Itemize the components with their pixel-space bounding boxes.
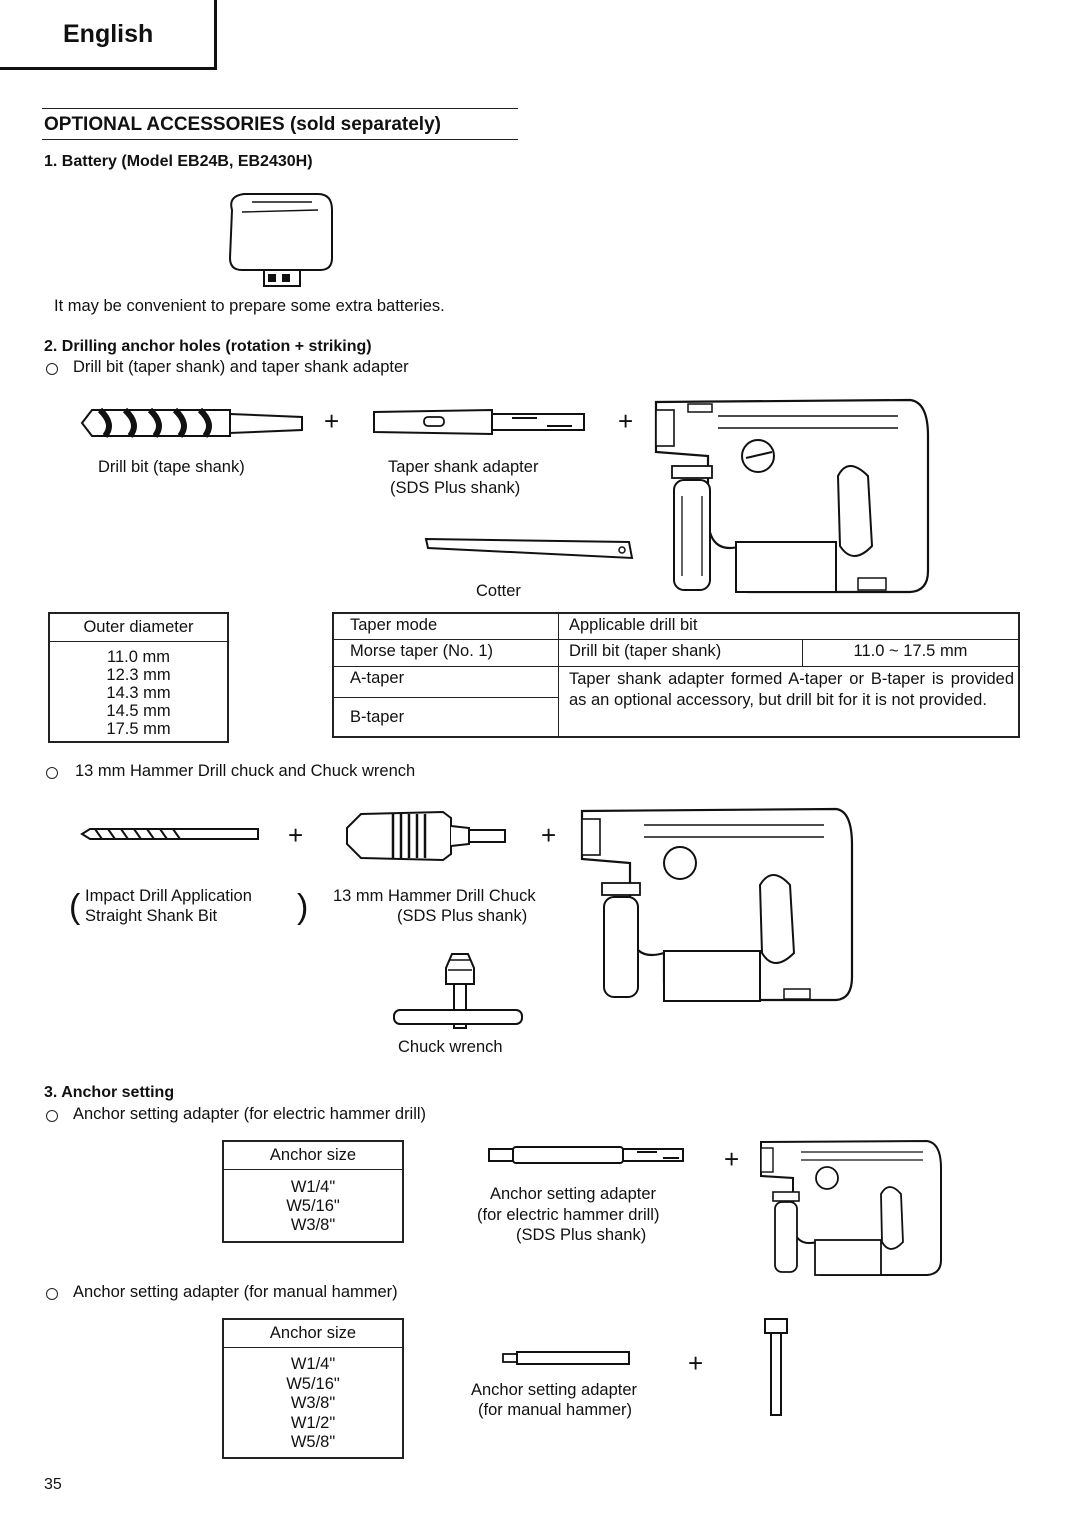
- anchor-size-values: W1/4" W5/16" W3/8" W1/2" W5/8": [222, 1347, 404, 1458]
- anchor-size-value: W5/16": [286, 1197, 340, 1215]
- caption-drill-bit: Drill bit (tape shank): [98, 458, 245, 476]
- drill-bit-taper-illustration: [80, 407, 303, 438]
- anchor-size-value: W5/8": [290, 1433, 336, 1451]
- straight-shank-bit-illustration: [80, 828, 259, 840]
- hammer-drill-illustration: [654, 398, 930, 594]
- anchor-size-value: W3/8": [290, 1394, 336, 1412]
- taper-cell: A-taper: [332, 666, 559, 699]
- range-cell: 11.0 ~ 17.5 mm: [802, 639, 1020, 668]
- taper-cell: Morse taper (No. 1): [332, 639, 559, 668]
- battery-illustration: [228, 193, 333, 287]
- caption-cotter: Cotter: [476, 582, 521, 600]
- outer-diameter-value: 17.5 mm: [106, 720, 171, 738]
- item2-option2: 13 mm Hammer Drill chuck and Chuck wrenc…: [75, 762, 416, 780]
- anchor-size-header: Anchor size: [222, 1318, 404, 1348]
- outer-diameter-value: 14.5 mm: [106, 702, 171, 720]
- item2-heading: 2. Drilling anchor holes (rotation + str…: [44, 338, 372, 355]
- plus-sign: +: [541, 820, 557, 850]
- language-tab: English: [0, 0, 217, 70]
- caption-anchor-manual-1: Anchor setting adapter: [471, 1381, 638, 1399]
- anchor-size-header: Anchor size: [222, 1140, 404, 1170]
- item3-option2: Anchor setting adapter (for manual hamme…: [73, 1283, 398, 1301]
- caption-anchor-electric-1: Anchor setting adapter: [490, 1185, 657, 1203]
- anchor-size-values: W1/4" W5/16" W3/8": [222, 1169, 404, 1243]
- chuck-wrench-illustration: [393, 953, 523, 1029]
- manual-hammer-illustration: [764, 1318, 788, 1416]
- item3-heading: 3. Anchor setting: [44, 1084, 175, 1101]
- plus-sign: +: [618, 406, 634, 436]
- bullet-circle-icon: [46, 1288, 58, 1300]
- right-paren: ): [297, 888, 309, 926]
- caption-impact-2: Straight Shank Bit: [85, 907, 218, 925]
- language-label: English: [63, 20, 154, 48]
- left-paren: (: [69, 888, 81, 926]
- title-top-rule: [42, 108, 518, 109]
- caption-impact-1: Impact Drill Application: [85, 887, 252, 905]
- title-bottom-rule: [42, 139, 518, 140]
- anchor-size-table-1: Anchor size W1/4" W5/16" W3/8": [222, 1140, 404, 1243]
- taper-col-header: Taper mode: [332, 612, 559, 641]
- hammer-drill-illustration: [760, 1139, 942, 1276]
- outer-diameter-values: 11.0 mm 12.3 mm 14.3 mm 14.5 mm 17.5 mm: [48, 641, 229, 743]
- anchor-adapter-electric-illustration: [488, 1146, 684, 1164]
- drill-cell: Drill bit (taper shank): [558, 639, 803, 668]
- plus-sign: +: [724, 1144, 740, 1174]
- note-cell: Taper shank adapter formed A-taper or B-…: [558, 666, 1020, 738]
- caption-chuck-2: (SDS Plus shank): [397, 907, 528, 925]
- cotter-illustration: [424, 537, 634, 560]
- caption-anchor-electric-2: (for electric hammer drill): [477, 1206, 660, 1224]
- item3-option1: Anchor setting adapter (for electric ham…: [73, 1105, 427, 1123]
- plus-sign: +: [324, 406, 340, 436]
- anchor-size-value: W3/8": [290, 1216, 336, 1234]
- plus-sign: +: [288, 820, 304, 850]
- bullet-circle-icon: [46, 767, 58, 779]
- outer-diameter-value: 14.3 mm: [106, 684, 171, 702]
- item2-option1: Drill bit (taper shank) and taper shank …: [73, 358, 409, 376]
- anchor-adapter-manual-illustration: [502, 1351, 630, 1365]
- caption-anchor-manual-2: (for manual hammer): [478, 1401, 633, 1419]
- taper-shank-adapter-illustration: [373, 408, 585, 436]
- anchor-size-value: W1/2": [290, 1413, 336, 1432]
- bullet-circle-icon: [46, 1110, 58, 1122]
- taper-mode-table: Taper mode Applicable drill bit Morse ta…: [332, 612, 1020, 738]
- bullet-circle-icon: [46, 363, 58, 375]
- plus-sign: +: [688, 1348, 704, 1378]
- page-number: 35: [44, 1476, 62, 1493]
- anchor-size-value: W1/4": [290, 1178, 336, 1196]
- outer-diameter-value: 11.0 mm: [107, 648, 170, 666]
- outer-diameter-header: Outer diameter: [48, 612, 229, 642]
- outer-diameter-value: 12.3 mm: [106, 666, 171, 684]
- section-title: OPTIONAL ACCESSORIES (sold separately): [44, 114, 441, 135]
- drill-col-header: Applicable drill bit: [558, 612, 1020, 641]
- hammer-drill-chuck-illustration: [346, 810, 506, 862]
- taper-cell: B-taper: [332, 697, 559, 738]
- caption-chuck-1: 13 mm Hammer Drill Chuck: [333, 887, 536, 905]
- item1-heading: 1. Battery (Model EB24B, EB2430H): [44, 153, 313, 170]
- caption-wrench: Chuck wrench: [398, 1038, 503, 1056]
- anchor-size-value: W5/16": [286, 1374, 340, 1393]
- caption-adapter-2: (SDS Plus shank): [390, 479, 521, 497]
- anchor-size-value: W1/4": [290, 1355, 336, 1373]
- item1-note: It may be convenient to prepare some ext…: [54, 297, 445, 315]
- anchor-size-table-2: Anchor size W1/4" W5/16" W3/8" W1/2" W5/…: [222, 1318, 404, 1459]
- hammer-drill-illustration: [580, 807, 854, 1002]
- outer-diameter-table: Outer diameter 11.0 mm 12.3 mm 14.3 mm 1…: [48, 612, 229, 743]
- caption-anchor-electric-3: (SDS Plus shank): [516, 1226, 647, 1244]
- caption-adapter-1: Taper shank adapter: [388, 458, 539, 476]
